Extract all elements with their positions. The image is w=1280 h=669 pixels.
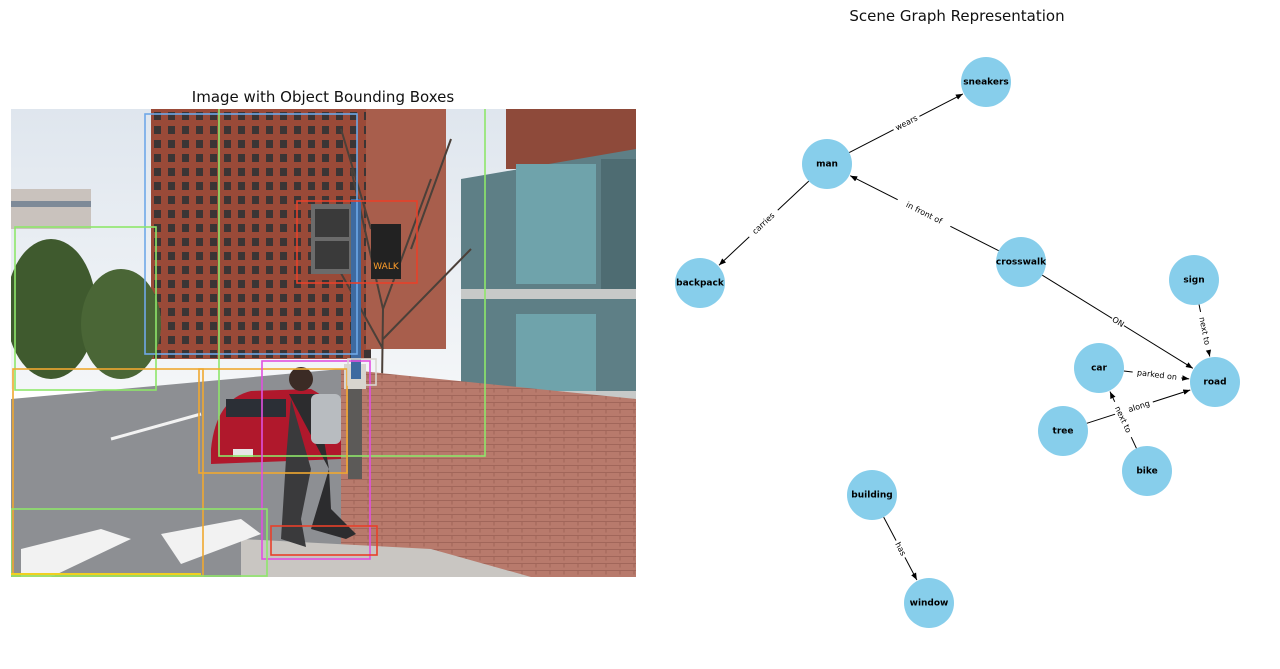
node-label: backpack (676, 279, 725, 289)
node-crosswalk: crosswalk (996, 237, 1047, 287)
bbox-crosswalk (11, 508, 268, 577)
node-sneakers: sneakers (961, 57, 1011, 107)
graph-panel-title: Scene Graph Representation (849, 7, 1065, 25)
edge-label-group: carries (745, 205, 782, 241)
edge-label: in front of (905, 200, 944, 226)
node-circle (675, 258, 725, 308)
node-label: building (851, 491, 892, 501)
edge-label: along (1127, 399, 1151, 414)
node-label: road (1203, 378, 1226, 388)
node-sign: sign (1169, 255, 1219, 305)
edge-label-group: along (1123, 396, 1155, 416)
bbox-tree (218, 109, 486, 457)
bbox-tree-left (14, 226, 157, 391)
node-window: window (904, 578, 954, 628)
node-label: man (816, 160, 838, 170)
node-circle (847, 470, 897, 520)
node-bike: bike (1122, 446, 1172, 496)
bbox-sneakers (270, 525, 378, 556)
node-label: window (910, 599, 949, 609)
node-label: sign (1183, 276, 1204, 286)
node-circle (1074, 343, 1124, 393)
node-backpack: backpack (675, 258, 725, 308)
bbox-meter (347, 358, 377, 386)
node-circle (1190, 357, 1240, 407)
image-panel-title: Image with Object Bounding Boxes (191, 88, 455, 106)
node-circle (1038, 406, 1088, 456)
node-man: man (802, 139, 852, 189)
edge-label-group: wears (890, 111, 922, 135)
walk-signal-text: WALK (373, 262, 400, 272)
node-circle (802, 139, 852, 189)
node-road: road (1190, 357, 1240, 407)
node-car: car (1074, 343, 1124, 393)
edge-label: ON (1110, 315, 1125, 329)
node-label: car (1091, 364, 1107, 374)
bbox-man (261, 360, 371, 560)
scene-graph: wears carries in front of ON next to parked o… (675, 57, 1240, 628)
edge-label-group: parked on (1132, 366, 1183, 383)
bbox-building (144, 113, 358, 355)
node-circle (904, 578, 954, 628)
node-tree: tree (1038, 406, 1088, 456)
node-label: tree (1053, 427, 1074, 437)
node-circle (996, 237, 1046, 287)
street-scene-image: WALK (11, 109, 636, 577)
edge-label-group: in front of (895, 194, 954, 231)
edge-label-group: has (891, 537, 911, 560)
node-building: building (847, 470, 897, 520)
node-circle (1122, 446, 1172, 496)
edge-label-group: next to (1195, 310, 1215, 352)
node-label: crosswalk (996, 258, 1047, 268)
node-circle (1169, 255, 1219, 305)
node-label: sneakers (963, 78, 1009, 88)
edge-label-group: ON (1109, 313, 1128, 330)
bbox-car (198, 368, 348, 474)
node-circle (961, 57, 1011, 107)
node-label: bike (1136, 467, 1157, 477)
edge-label: carries (751, 211, 777, 236)
bbox-sign (296, 200, 418, 284)
